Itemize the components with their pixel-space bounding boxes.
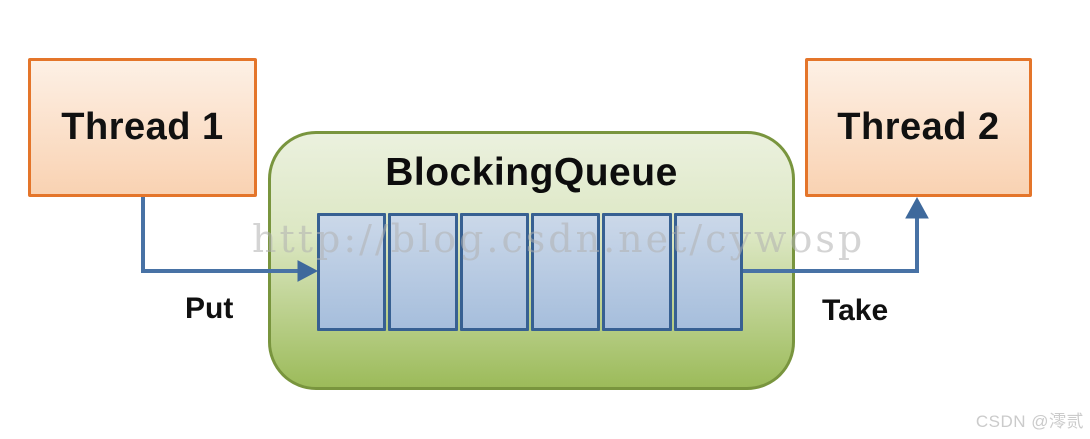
queue-cell [317, 213, 387, 331]
thread1-box: Thread 1 [28, 58, 257, 197]
queue-cell [602, 213, 672, 331]
queue-cells [317, 213, 743, 331]
queue-cell [459, 213, 529, 331]
thread1-label: Thread 1 [61, 106, 224, 148]
thread2-label: Thread 2 [837, 106, 1000, 148]
blocking-queue-title: BlockingQueue [385, 151, 678, 194]
queue-cell [673, 213, 743, 331]
csdn-credit: CSDN @澪贰 [975, 412, 1084, 431]
take-label: Take [822, 294, 889, 327]
put-label: Put [185, 292, 234, 325]
queue-cell [388, 213, 458, 331]
thread2-box: Thread 2 [805, 58, 1032, 197]
queue-cell [530, 213, 601, 331]
url-watermark: http://blog.csdn.net/cywosp [252, 217, 866, 261]
